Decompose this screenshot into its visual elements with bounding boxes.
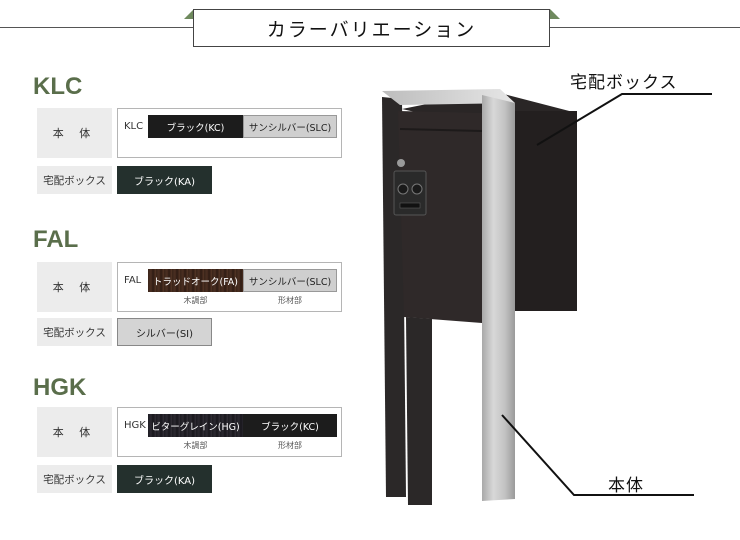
color-chip-klc-black: ブラック(KC) [148,115,243,138]
sub-label-hgk-wood: 木調部 [183,441,208,450]
box-color-chip-klc: ブラック(KA) [117,166,212,194]
model-code-klc: KLC [124,121,144,132]
color-chip-hgk-black: ブラック(KC) [243,414,337,437]
model-code-hgk: HGK [124,420,146,431]
header-corner-right [550,9,560,19]
silver-post [482,95,515,501]
color-chip-fal-sunsilver: サンシルバー(SLC) [243,269,337,292]
sub-label-fal-wood: 木調部 [183,296,208,305]
box-label-klc: 宅配ボックス [37,166,112,194]
product-illustration [382,89,712,505]
header-rule-right [550,27,740,28]
callout-label-delivery-box: 宅配ボックス [570,73,678,93]
keypad-panel [393,170,427,216]
callout-line-box [536,93,712,146]
body-label-hgk: 本 体 [37,407,112,457]
box-color-chip-hgk: ブラック(KA) [117,465,212,493]
header-corner-left [184,9,194,19]
box-label-hgk: 宅配ボックス [37,465,112,493]
section-title-hgk: HGK [33,374,87,401]
color-chip-hgk-bittergrain: ビターグレイン(HG) [148,414,243,437]
lock-icon [397,159,405,167]
keypad-button-right [411,183,423,195]
callout-line-body [501,414,694,496]
page-title: カラーバリエーション [266,18,477,41]
model-code-fal: FAL [124,275,142,286]
header-rule-left [0,27,193,28]
color-chip-klc-sunsilver: サンシルバー(SLC) [243,115,337,138]
keypad-button-left [397,183,409,195]
top-frame-bar [382,89,515,105]
delivery-box-side [512,111,577,311]
sub-label-hgk-profile: 形材部 [278,441,302,450]
body-color-frame-hgk: HGK ビターグレイン(HG) ブラック(KC) 木調部 形材部 [117,407,342,457]
color-chip-fal-tradoak: トラッドオーク(FA) [148,269,243,292]
sub-label-fal-profile: 形材部 [278,296,302,305]
section-title-klc: KLC [33,73,83,100]
body-color-frame-klc: KLC ブラック(KC) サンシルバー(SLC) [117,108,342,158]
header-title-box: カラーバリエーション [193,9,550,47]
callout-label-body: 本体 [608,476,644,496]
lower-post [406,317,432,505]
door-panel [398,111,482,323]
keypad-slot [399,202,421,209]
box-label-fal: 宅配ボックス [37,318,112,346]
body-label-klc: 本 体 [37,108,112,158]
body-color-frame-fal: FAL トラッドオーク(FA) サンシルバー(SLC) 木調部 形材部 [117,262,342,312]
door-gap [399,128,483,132]
box-color-chip-fal: シルバー(SI) [117,318,212,346]
section-title-fal: FAL [33,226,79,253]
body-label-fal: 本 体 [37,262,112,312]
